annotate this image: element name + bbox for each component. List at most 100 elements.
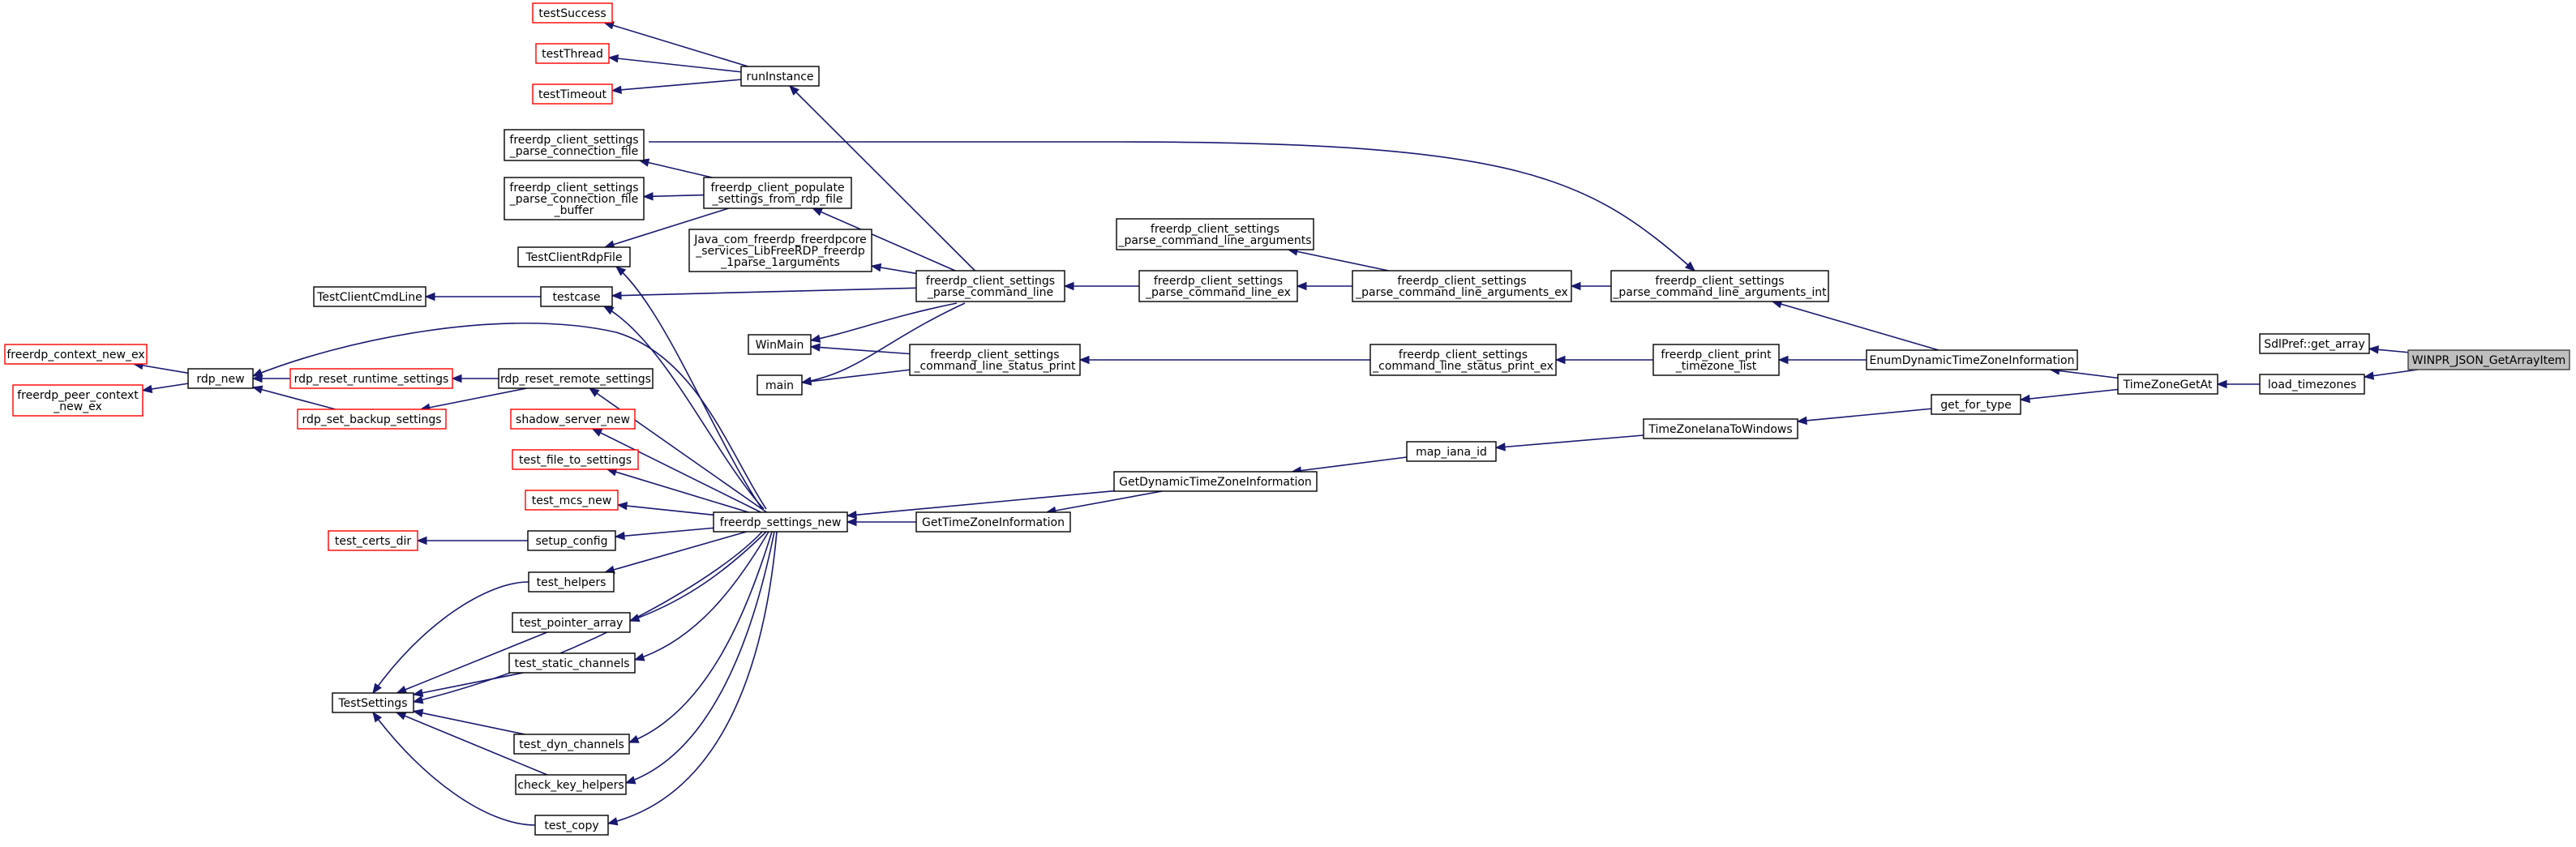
node-box	[1866, 349, 2078, 370]
node-box	[2117, 374, 2218, 395]
edge-arrowhead	[1570, 281, 1581, 291]
node-label: test_pointer_array	[520, 617, 624, 630]
node-conn-file[interactable]: freerdp_client_settings_parse_connection…	[504, 129, 645, 161]
edge-arrowhead	[812, 207, 824, 216]
node-rdp-reset-remote[interactable]: rdp_reset_remote_settings	[498, 368, 654, 389]
node-check-key[interactable]: check_key_helpers	[515, 774, 627, 795]
node-status-ex[interactable]: freerdp_client_settings_command_line_sta…	[1369, 344, 1557, 376]
edge-shadow-to-settings-new	[592, 428, 761, 513]
node-setup-config[interactable]: setup_config	[527, 530, 616, 551]
node-tzgetat[interactable]: TimeZoneGetAt	[2117, 374, 2218, 395]
node-ctx-new-ex[interactable]: freerdp_context_new_ex	[4, 344, 148, 365]
node-testrdpfile[interactable]: TestClientRdpFile	[517, 246, 631, 267]
edge-arrowhead	[1777, 355, 1789, 365]
node-getfortype[interactable]: get_for_type	[1931, 394, 2021, 415]
edge-arrowhead	[372, 682, 382, 695]
edge-test-static-to-settings-new	[634, 531, 769, 661]
node-box	[332, 692, 414, 713]
edge-arrowhead	[633, 652, 645, 661]
node-box	[532, 2, 613, 24]
node-label: _new_ex	[53, 400, 102, 413]
edge-arrowhead	[1554, 355, 1566, 365]
node-label: freerdp_settings_new	[720, 516, 842, 529]
node-box	[2259, 374, 2365, 395]
node-peer-ctx[interactable]: freerdp_peer_context_new_ex	[12, 384, 144, 417]
node-cmdline-ex[interactable]: freerdp_client_settings_parse_command_li…	[1138, 270, 1298, 302]
node-rdp-reset-runtime[interactable]: rdp_reset_runtime_settings	[289, 368, 453, 389]
edge-settings-new-to-getdyn	[847, 490, 1115, 517]
edge-conn-file-to-populate	[639, 160, 713, 178]
node-label: map_iana_id	[1416, 446, 1487, 459]
node-test-dyn[interactable]: test_dyn_channels	[513, 734, 630, 755]
edge-arrowhead	[615, 266, 627, 276]
node-settings-new[interactable]: freerdp_settings_new	[713, 511, 848, 533]
edge-mapiana-to-tziana	[1495, 434, 1644, 449]
edge-testrdpfile-to-settings-new	[615, 266, 763, 510]
node-box	[748, 334, 812, 355]
edge-arrowhead	[395, 712, 407, 721]
edge-testtimeout-to-runinst	[611, 79, 742, 92]
edge-arrowhead	[451, 374, 462, 383]
edge-conn-buf-to-populate	[643, 194, 705, 198]
node-args-int[interactable]: freerdp_client_settings_parse_command_li…	[1610, 270, 1829, 302]
edge-tziana-to-getfortype	[1797, 408, 1932, 422]
node-label: freerdp_client_settings	[509, 182, 638, 195]
edge-testthread-to-runinst	[608, 57, 742, 73]
node-shadow[interactable]: shadow_server_new	[510, 409, 636, 430]
node-args[interactable]: freerdp_client_settings_parse_command_li…	[1116, 218, 1314, 250]
node-test-pointer[interactable]: test_pointer_array	[512, 612, 631, 633]
edge-arrowhead	[591, 428, 603, 437]
node-args-ex[interactable]: freerdp_client_settings_parse_command_li…	[1352, 270, 1572, 302]
node-test-file[interactable]: test_file_to_settings	[512, 449, 639, 470]
node-sdlpref[interactable]: SdlPref::get_array	[2259, 333, 2370, 354]
node-populate[interactable]: freerdp_client_populate_settings_from_rd…	[703, 177, 852, 209]
node-mapiana[interactable]: map_iana_id	[1406, 441, 1497, 462]
node-status[interactable]: freerdp_client_settings_command_line_sta…	[909, 344, 1081, 376]
edge-rdp-new-to-settings-new	[252, 323, 767, 510]
node-enumdyn[interactable]: EnumDynamicTimeZoneInformation	[1866, 349, 2078, 370]
node-test-helpers[interactable]: test_helpers	[528, 571, 615, 592]
edge-arrowhead	[1796, 416, 1807, 426]
node-print-tz[interactable]: freerdp_client_print_timezone_list	[1652, 344, 1780, 376]
node-box	[1610, 270, 1829, 302]
node-testcase[interactable]: testcase	[540, 286, 613, 307]
node-test-certs[interactable]: test_certs_dir	[328, 530, 418, 551]
node-gettz[interactable]: GetTimeZoneInformation	[915, 511, 1071, 533]
node-box	[289, 368, 453, 389]
node-box	[713, 511, 848, 533]
node-testcmdline[interactable]: TestClientCmdLine	[313, 286, 426, 307]
node-java[interactable]: Java_com_freerdp_freerdpcore_services_Li…	[688, 229, 872, 272]
node-rdp-new[interactable]: rdp_new	[187, 368, 254, 389]
node-label: TestSettings	[338, 697, 408, 710]
node-rdp-set-backup[interactable]: rdp_set_backup_settings	[297, 409, 447, 430]
edge-arrowhead	[789, 85, 799, 96]
node-test-copy[interactable]: test_copy	[534, 815, 609, 836]
edge-args-int-to-enumdyn	[1772, 301, 1940, 351]
edge-testcase-to-cmdline	[611, 287, 917, 297]
node-getdyn[interactable]: GetDynamicTimeZoneInformation	[1113, 471, 1318, 492]
node-testthread[interactable]: testThread	[535, 43, 610, 64]
node-main[interactable]: main	[757, 374, 803, 396]
node-testsettings[interactable]: TestSettings	[332, 692, 414, 713]
node-box	[2259, 333, 2370, 354]
node-conn-buf[interactable]: freerdp_client_settings_parse_connection…	[504, 177, 645, 220]
node-winmain[interactable]: WinMain	[748, 334, 812, 355]
node-cmdline[interactable]: freerdp_client_settings_parse_command_li…	[915, 270, 1065, 302]
node-label: _command_line_status_print	[913, 360, 1076, 373]
node-loadtz[interactable]: load_timezones	[2259, 374, 2365, 395]
node-label: TimeZoneIanaToWindows	[1648, 423, 1792, 436]
node-box	[297, 409, 447, 430]
node-tziana[interactable]: TimeZoneIanaToWindows	[1643, 418, 1798, 439]
edge-testcase-to-settings-new	[603, 306, 765, 510]
node-test-static[interactable]: test_static_channels	[508, 652, 636, 674]
node-box	[740, 66, 820, 87]
node-label: _parse_command_line_ex	[1145, 286, 1291, 299]
node-testsuccess[interactable]: testSuccess	[532, 2, 613, 24]
node-test-mcs[interactable]: test_mcs_new	[525, 490, 619, 511]
node-testtimeout[interactable]: testTimeout	[532, 83, 613, 105]
node-runinst[interactable]: runInstance	[740, 66, 820, 87]
edge-args-int-to-conn-file	[649, 141, 1695, 272]
node-label: rdp_reset_remote_settings	[500, 373, 651, 386]
edge-winmain-to-cmdline	[810, 302, 958, 341]
